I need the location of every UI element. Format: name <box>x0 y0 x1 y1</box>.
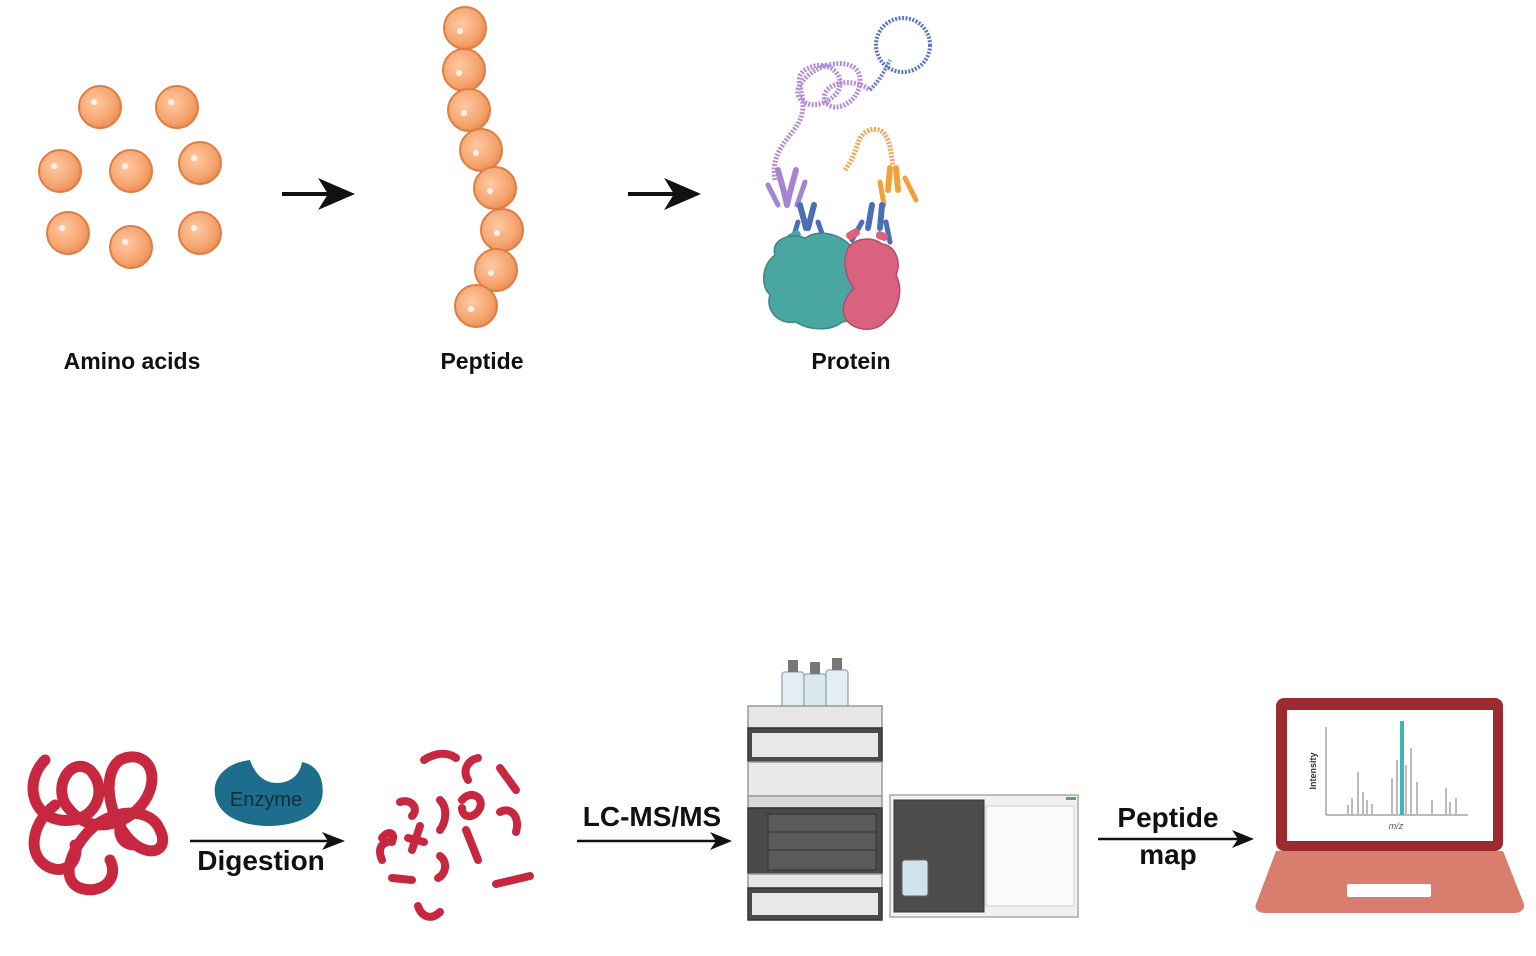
amino-acid-ball <box>38 149 82 193</box>
chart-x-label: m/z <box>1389 821 1404 831</box>
amino-acid-ball <box>178 211 222 255</box>
amino-acid-ball <box>109 225 153 269</box>
peptide-map-label-line2: map <box>1139 839 1197 870</box>
tangled-protein-illustration <box>27 751 169 896</box>
peptide-label: Peptide <box>440 348 524 374</box>
laptop-icon: Intensity m/z <box>1255 698 1525 913</box>
arrow-right-icon <box>282 178 355 210</box>
lcms-instrument-illustration <box>747 658 1079 921</box>
antibody-icon <box>849 165 919 245</box>
peptide-chain-illustration <box>442 6 524 328</box>
arrow-right-icon <box>628 178 701 210</box>
protein-pink-blob <box>842 238 901 330</box>
amino-acids-illustration <box>38 85 222 269</box>
chart-y-label: Intensity <box>1308 752 1318 789</box>
enzyme-icon <box>214 760 323 826</box>
amino-acid-ball <box>109 149 153 193</box>
lcms-arrow <box>577 832 732 850</box>
amino-acid-ball <box>155 85 199 129</box>
digestion-arrow <box>190 832 345 850</box>
amino-acid-ball <box>178 141 222 185</box>
peptide-map-label-line1: Peptide <box>1117 802 1219 833</box>
peptide-map-arrow <box>1098 830 1254 848</box>
protein-illustration <box>763 16 932 330</box>
mass-spectrum-chart: Intensity m/z <box>1308 721 1468 831</box>
amino-acid-ball <box>78 85 122 129</box>
amino-acid-ball <box>46 211 90 255</box>
peptide-fragments-illustration <box>376 749 534 921</box>
amino-acids-label: Amino acids <box>63 348 201 374</box>
lcms-label: LC-MS/MS <box>582 801 722 832</box>
protein-label: Protein <box>811 348 891 374</box>
enzyme-label: Enzyme <box>230 789 302 811</box>
digestion-label: Digestion <box>197 845 325 876</box>
